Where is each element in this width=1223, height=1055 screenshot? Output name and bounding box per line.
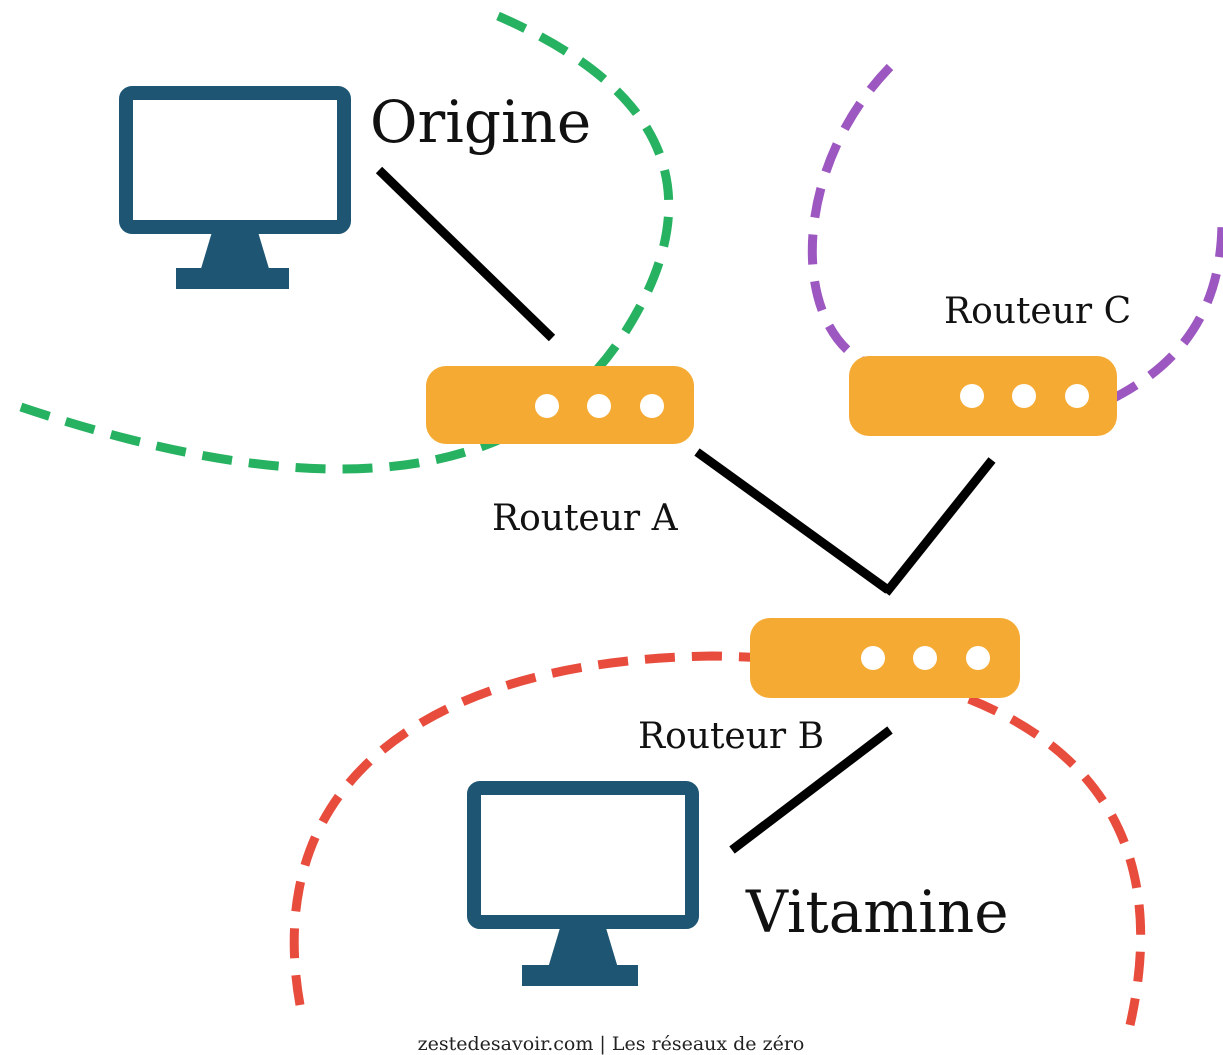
- origin-label: Origine: [370, 88, 591, 156]
- zone-origin-arc: [13, 11, 674, 474]
- router-a-label: Routeur A: [492, 498, 679, 539]
- router-c-label: Routeur C: [944, 291, 1131, 332]
- link-router-a-router-b: [694, 448, 891, 594]
- zone-vitamine-arc: [289, 651, 1146, 1026]
- link-router-c-router-b: [882, 457, 996, 596]
- monitor-icon: [119, 86, 351, 289]
- router-b-label: Routeur B: [638, 716, 824, 757]
- links: [375, 166, 996, 854]
- zone-router-c-arc: [807, 63, 1223, 405]
- monitor-icon: [467, 781, 699, 986]
- link-router-b-vitamine: [729, 726, 893, 854]
- credit-text: zestedesavoir.com | Les réseaux de zéro: [418, 1033, 805, 1055]
- router-icon: [426, 366, 694, 444]
- link-origin-router-a: [375, 166, 556, 342]
- vitamine-label: Vitamine: [745, 878, 1009, 946]
- router-icon: [849, 356, 1117, 436]
- router-icon: [750, 618, 1020, 698]
